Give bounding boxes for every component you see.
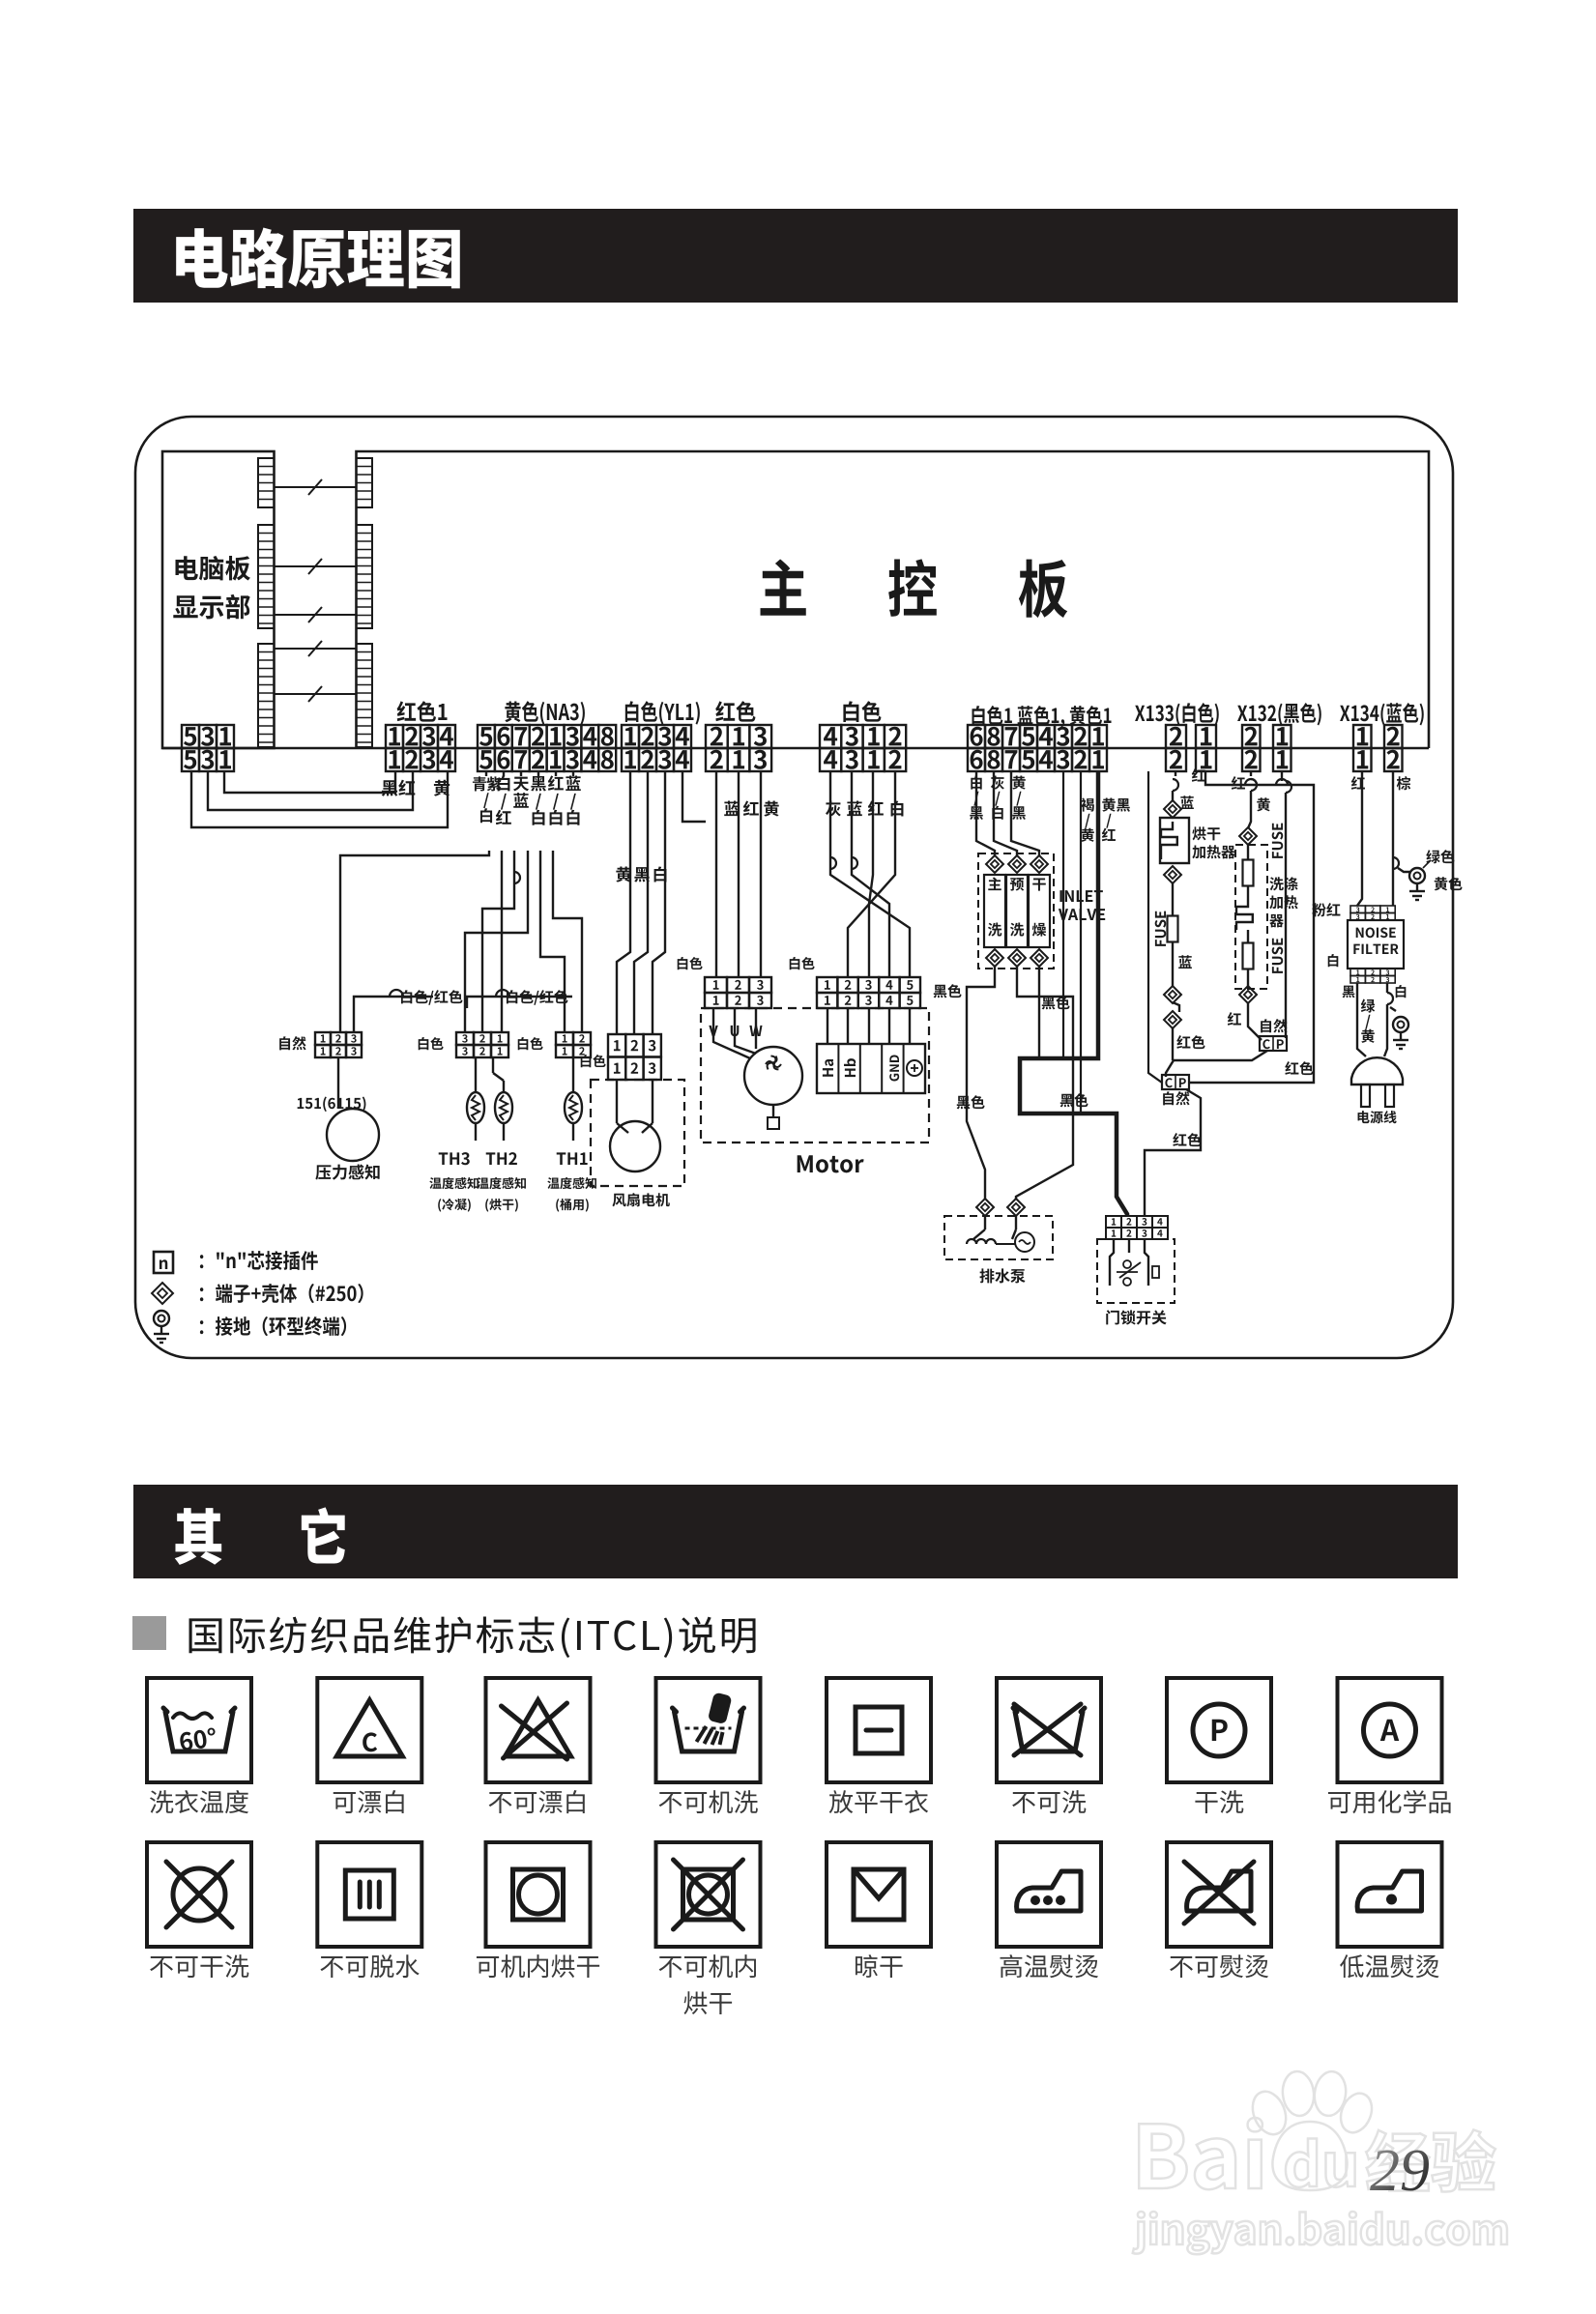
svg-text:29: 29 [1370, 2138, 1430, 2204]
